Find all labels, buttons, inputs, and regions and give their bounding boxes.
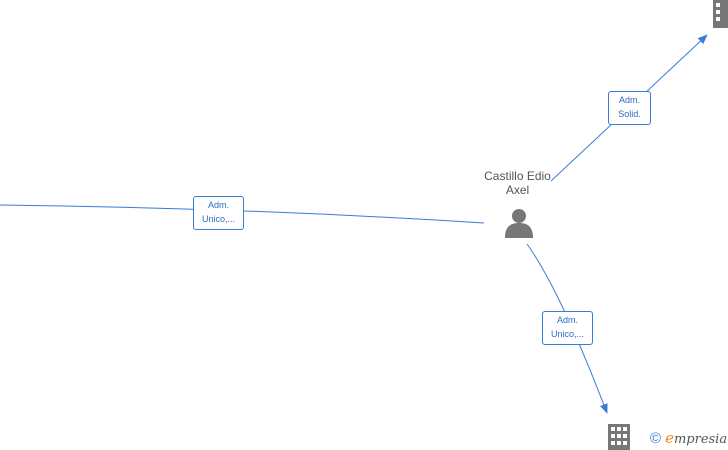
person-name-line2: Axel [505, 183, 530, 197]
edge-label-role: Adm. [207, 200, 229, 210]
person-name-line1: Castillo Edio [484, 169, 551, 183]
edge-label-detail: Unico,... [550, 329, 584, 339]
edge-label-detail: Unico,... [201, 214, 235, 224]
person-icon[interactable] [505, 209, 533, 238]
building-icon[interactable] [713, 0, 728, 28]
edge-person-to-bottom-company [526, 243, 608, 414]
edge-left-to-person [0, 204, 485, 224]
edge-label-left[interactable]: Adm. Unico,... [193, 196, 244, 230]
edge-label-top-right[interactable]: Adm. Solid. [608, 91, 651, 125]
brand-initial: e [665, 429, 674, 447]
copyright-symbol: © [650, 430, 662, 447]
edge-label-role: Adm. [618, 95, 640, 105]
copyright-brand: © empresia [650, 429, 727, 449]
brand-logo: empresia [665, 429, 727, 449]
building-icon[interactable] [608, 424, 630, 450]
edge-label-detail: Solid. [618, 109, 641, 119]
person-name[interactable]: Castillo Edio Axel [470, 169, 565, 197]
edge-label-role: Adm. [556, 315, 578, 325]
edge-label-bottom[interactable]: Adm. Unico,... [542, 311, 593, 345]
brand-rest: mpresia [673, 432, 728, 447]
